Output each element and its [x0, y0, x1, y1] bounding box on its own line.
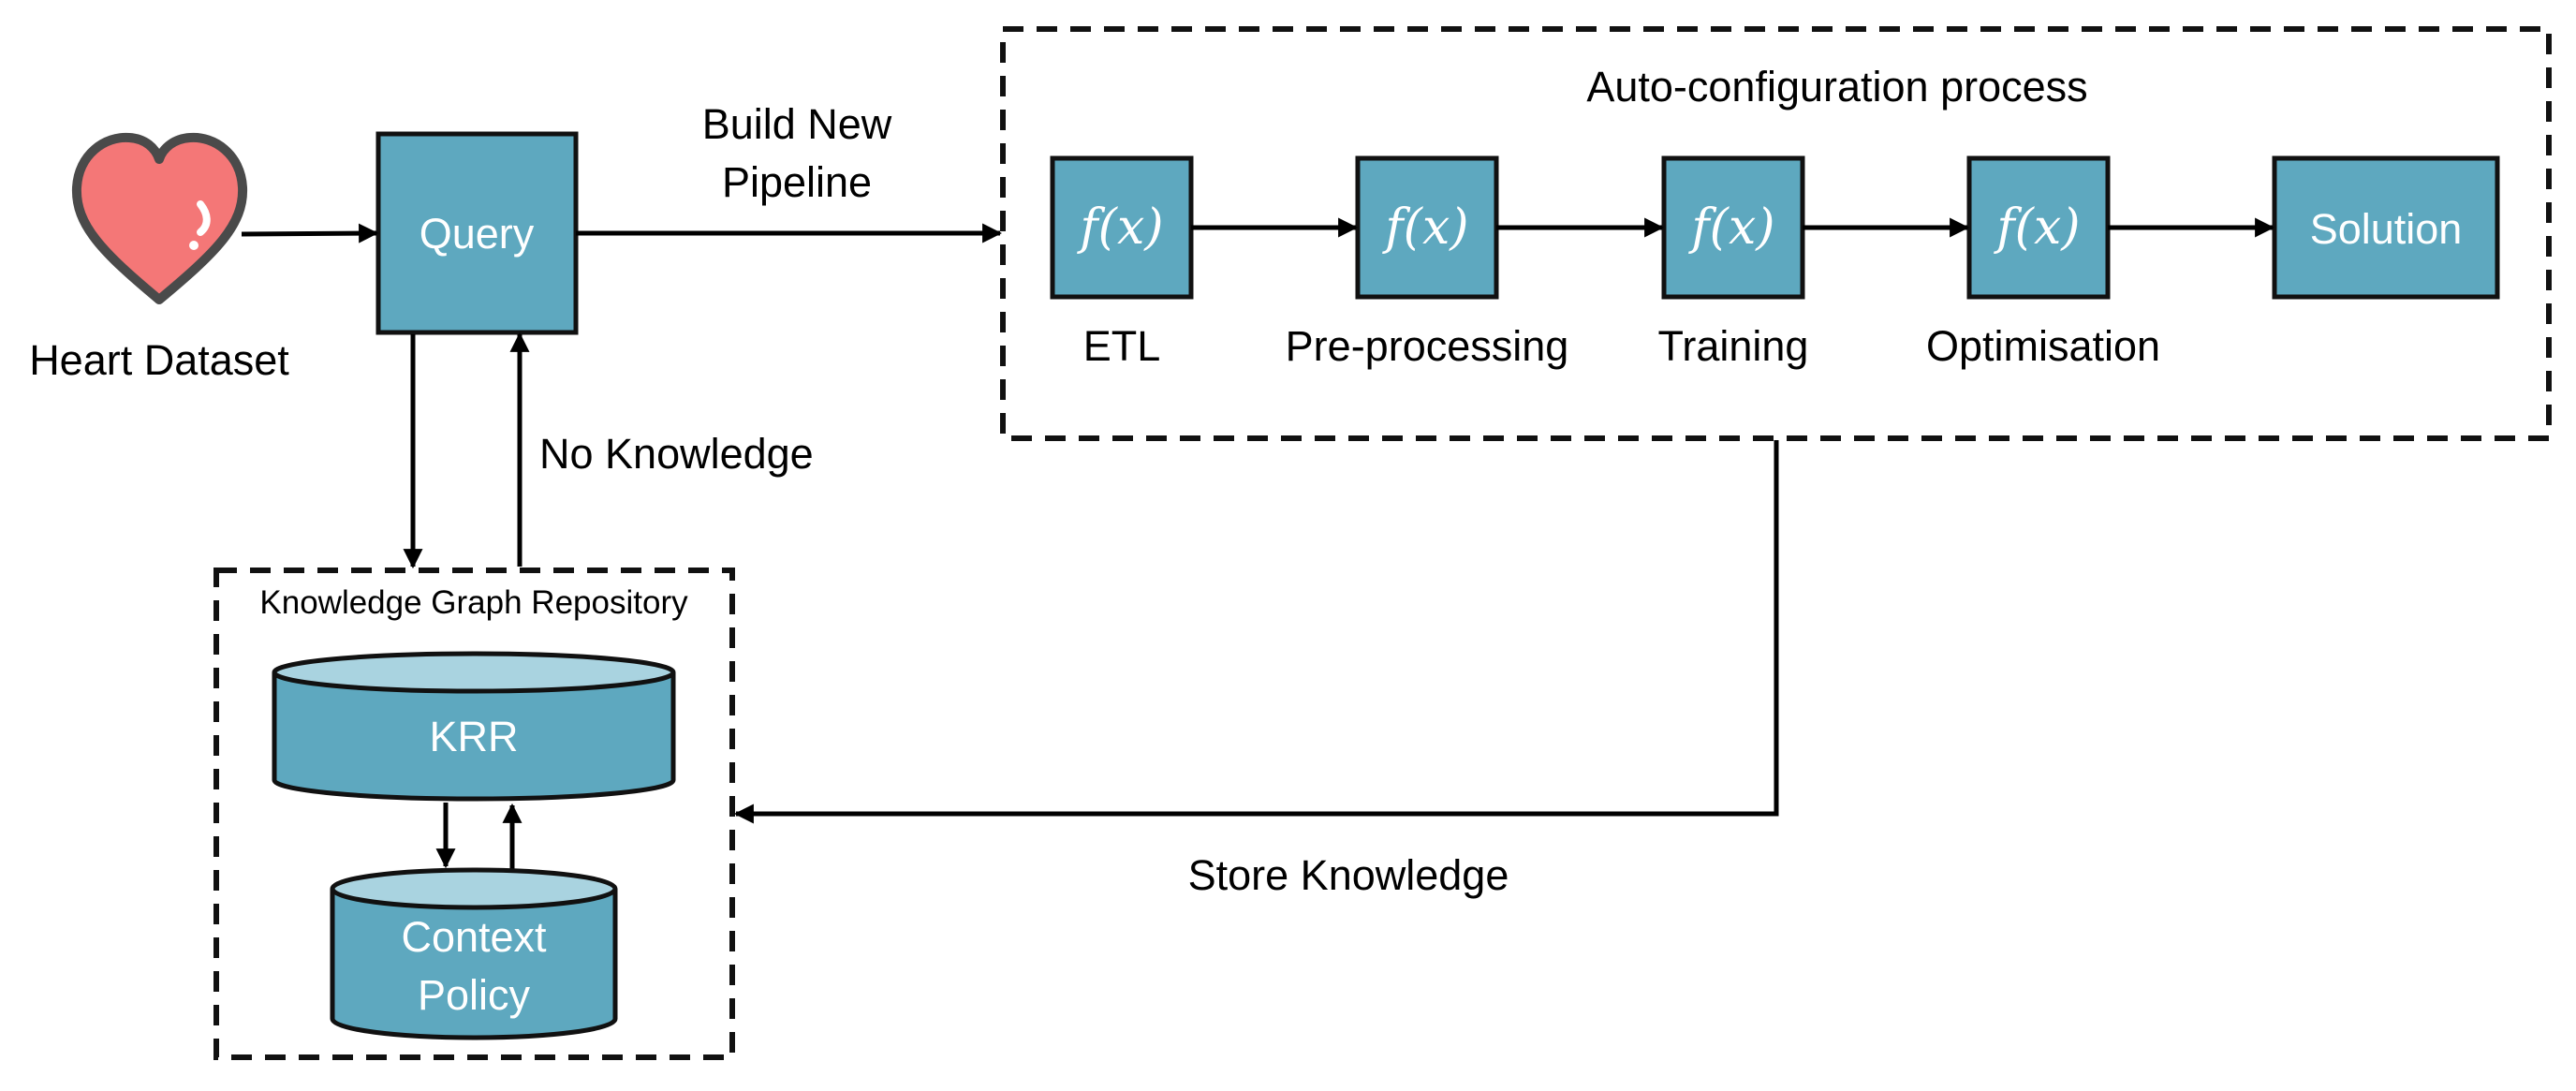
auto-configuration-title: Auto-configuration process [1586, 63, 2087, 111]
build-new-pipeline-label-line2: Pipeline [722, 158, 872, 206]
repository-title: Knowledge Graph Repository [259, 584, 688, 621]
step-training-symbol: f(x) [1687, 199, 1774, 256]
heart-dataset-label: Heart Dataset [29, 336, 289, 384]
no-knowledge-label: No Knowledge [539, 430, 814, 478]
step-preprocessing-symbol: f(x) [1381, 199, 1468, 256]
arrow-dataset-to-query [241, 223, 379, 243]
krr-label: KRR [429, 713, 518, 760]
krr-database-icon [272, 651, 676, 802]
step-training: f(x) Training [1658, 155, 1809, 370]
step-solution: Solution [2272, 155, 2500, 300]
solution-label: Solution [2310, 205, 2463, 253]
store-knowledge-label: Store Knowledge [1188, 851, 1509, 899]
query-label: Query [420, 210, 535, 258]
query-box [375, 131, 579, 335]
heart-icon [71, 132, 248, 304]
step-etl-label: ETL [1083, 322, 1161, 370]
context-policy-database-icon [330, 867, 618, 1040]
context-label-line1: Context [401, 913, 547, 961]
step-etl-symbol: f(x) [1076, 199, 1163, 256]
solution-box [2272, 155, 2500, 300]
step-etl: f(x) ETL [1050, 155, 1194, 370]
step-preprocessing: f(x) Pre-processing [1286, 155, 1569, 370]
context-label-line2: Policy [418, 971, 531, 1019]
step-optimisation-label: Optimisation [1926, 322, 2160, 370]
arrow-store-knowledge [733, 440, 1779, 824]
step-training-label: Training [1658, 322, 1809, 370]
knowledge-graph-repository-group [213, 568, 735, 1060]
step-preprocessing-label: Pre-processing [1286, 322, 1569, 370]
step-etl-box [1050, 155, 1194, 300]
step-optimisation: f(x) Optimisation [1926, 155, 2160, 370]
step-optimisation-symbol: f(x) [1993, 199, 2080, 256]
build-new-pipeline-label-line1: Build New [702, 100, 892, 148]
